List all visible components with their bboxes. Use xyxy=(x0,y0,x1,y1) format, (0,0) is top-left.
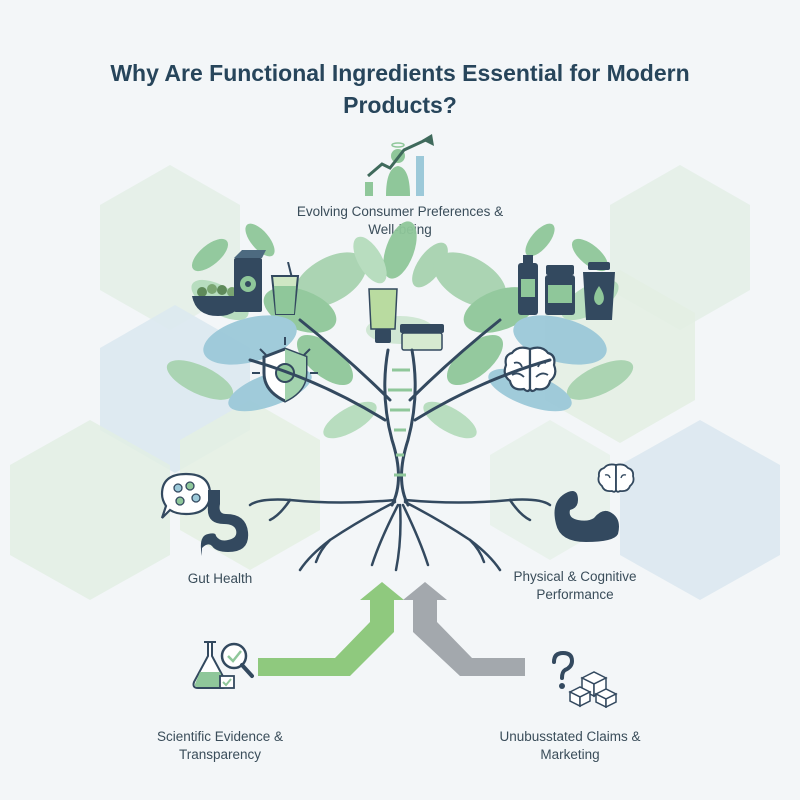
flask-magnifier-icon xyxy=(192,641,254,689)
supplement-jar-icon xyxy=(545,265,575,315)
stomach-icon xyxy=(200,490,249,556)
label-unsubstantiated-claims: Unubusstated Claims & Marketing xyxy=(499,729,641,762)
label-gut-health: Gut Health xyxy=(187,571,253,586)
blocks-icon xyxy=(568,671,618,708)
question-mark-icon xyxy=(552,650,575,689)
label-physical-cognitive: Physical & Cognitive Performance xyxy=(513,569,637,602)
page-title: Why Are Functional Ingredients Essential… xyxy=(110,60,690,119)
gray-arrow xyxy=(403,582,525,676)
brain-icon xyxy=(597,463,635,493)
bowl-icon xyxy=(192,284,244,316)
smoothie-cup-icon xyxy=(270,262,300,315)
supplement-jar-icon xyxy=(400,324,444,351)
juice-box-icon xyxy=(234,250,266,312)
green-arrow xyxy=(258,582,404,676)
growth-chart-icon xyxy=(365,134,434,196)
brain-icon xyxy=(503,346,557,393)
muscle-arm-icon xyxy=(554,491,619,542)
shaker-icon xyxy=(583,262,615,320)
bottle-icon xyxy=(518,255,538,315)
cream-tube-icon xyxy=(368,288,398,343)
label-scientific-evidence: Scientific Evidence & Transparency xyxy=(156,729,284,762)
